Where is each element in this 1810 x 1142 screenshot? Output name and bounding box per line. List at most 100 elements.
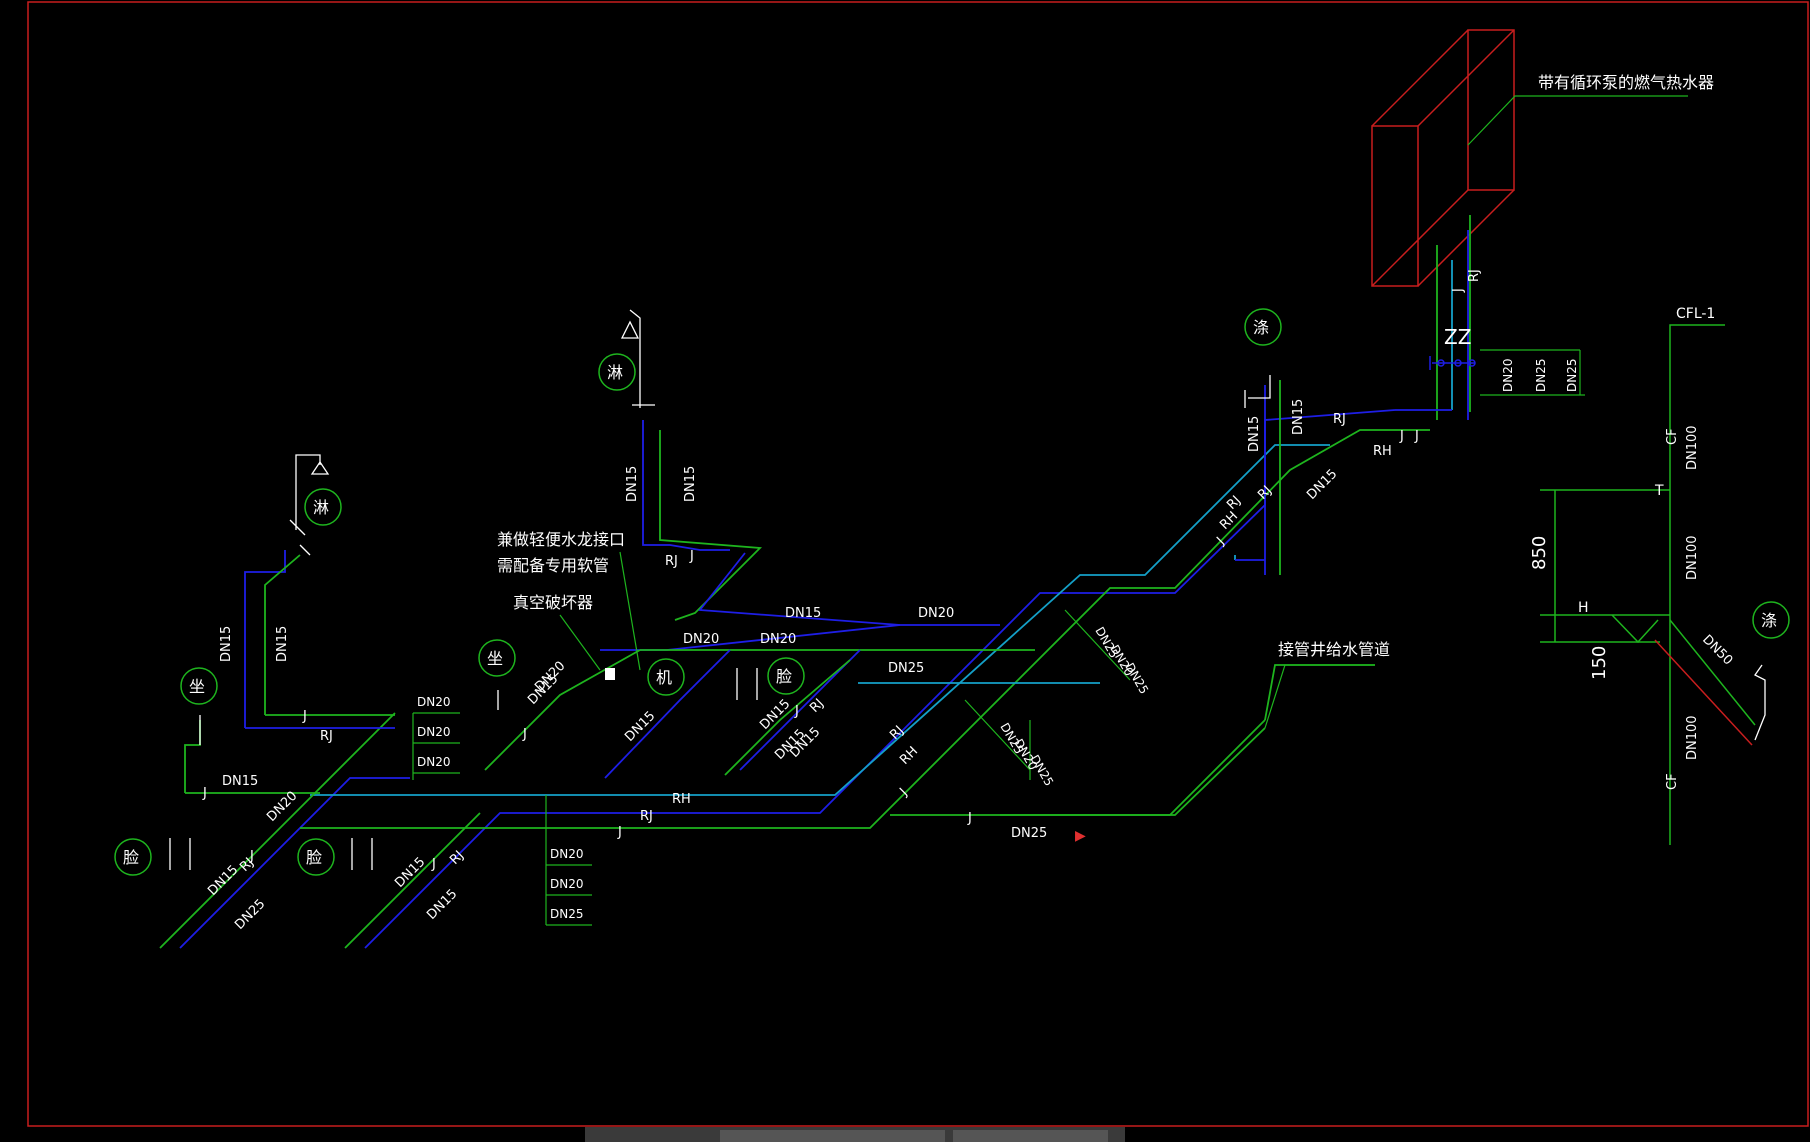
basin-faucets bbox=[169, 668, 758, 870]
stack-a-label-2: DN20 bbox=[417, 725, 451, 739]
stack-a bbox=[412, 712, 460, 780]
pipe-label: J bbox=[897, 786, 911, 800]
stack-a-label-1: DN20 bbox=[417, 695, 451, 709]
shower-2 bbox=[620, 309, 655, 408]
fixture-basin-3: 脸 bbox=[776, 667, 792, 686]
dim-150: 150 bbox=[1589, 646, 1610, 680]
pipe-label: RH bbox=[897, 744, 921, 768]
fixture-shower-1: 淋 bbox=[313, 498, 329, 517]
dn100-b: DN100 bbox=[1685, 535, 1700, 580]
shower-2-riser bbox=[642, 420, 901, 626]
pipe-label: DN20 bbox=[264, 789, 300, 825]
well-pipe bbox=[890, 727, 1266, 816]
stack-d-label-3: DN25 bbox=[1122, 661, 1151, 697]
pipe-label: RH bbox=[1373, 444, 1392, 459]
stack-e bbox=[1480, 349, 1585, 396]
heater-leader bbox=[1467, 95, 1688, 146]
stack-e-label-3: DN25 bbox=[1565, 359, 1579, 393]
fixtures bbox=[114, 308, 1790, 876]
cf-bottom: CF bbox=[1665, 773, 1680, 790]
pipe-label: J bbox=[249, 849, 254, 864]
pipe-label: DN15 bbox=[625, 466, 640, 502]
fixture-shower-2: 淋 bbox=[607, 363, 623, 382]
pipe-label: RH bbox=[672, 792, 691, 807]
status-segment-2 bbox=[953, 1130, 1108, 1142]
pipe-label: J bbox=[1414, 429, 1419, 444]
right-faucet bbox=[1244, 375, 1271, 408]
pipe-label: DN15 bbox=[222, 774, 258, 789]
vacuum-breaker-label: 真空破坏器 bbox=[513, 593, 593, 612]
main-pipes bbox=[159, 409, 1430, 949]
fixture-toilet-2: 坐 bbox=[487, 649, 503, 668]
drain-riser bbox=[1540, 324, 1756, 845]
fixture-toilet-1: 坐 bbox=[189, 677, 205, 696]
pipe-label: RJ bbox=[320, 729, 333, 744]
status-segment-1 bbox=[720, 1130, 945, 1142]
pipe-label: J bbox=[967, 811, 972, 826]
pipe-label: DN25 bbox=[232, 897, 268, 933]
vacuum-breaker-icon bbox=[605, 668, 615, 680]
pipe-label: J bbox=[431, 857, 436, 872]
stack-c bbox=[964, 699, 1031, 780]
pipe-label: DN15 bbox=[1247, 416, 1262, 452]
pipe-labels: DN15 DN15 DN15 DN15 DN15 DN20 DN20 DN20 … bbox=[202, 399, 1419, 933]
arrow-head: ▶ bbox=[1075, 828, 1086, 844]
left-risers bbox=[184, 550, 395, 794]
fixture-basin-2: 脸 bbox=[306, 848, 322, 867]
pipe-label: DN25 bbox=[1011, 826, 1047, 841]
pipe-label: RJ bbox=[887, 723, 907, 743]
cfl-label: CFL-1 bbox=[1676, 306, 1715, 322]
pipe-label: J bbox=[202, 786, 207, 801]
riser-valves bbox=[1429, 356, 1476, 370]
pipe-label: RJ bbox=[1224, 493, 1244, 513]
stack-c-label-3: DN25 bbox=[1027, 753, 1056, 789]
stack-b-label-2: DN20 bbox=[550, 877, 584, 891]
pipe-label: DN25 bbox=[888, 661, 924, 676]
mid-branches bbox=[484, 624, 1100, 779]
stack-b bbox=[545, 795, 592, 926]
hose-note-2: 需配备专用软管 bbox=[497, 556, 609, 575]
dn100-c: DN100 bbox=[1685, 715, 1700, 760]
tick-h: H bbox=[1578, 600, 1589, 616]
heater-label: 带有循环泵的燃气热水器 bbox=[1538, 73, 1714, 92]
dim-850: 850 bbox=[1529, 536, 1550, 570]
shower-1 bbox=[289, 454, 330, 556]
label-j-riser: J bbox=[1451, 288, 1466, 293]
water-heater bbox=[1371, 29, 1515, 287]
pipe-label: RJ bbox=[640, 809, 653, 824]
pipe-label: DN15 bbox=[757, 697, 793, 733]
tick-t: T bbox=[1654, 483, 1664, 499]
cf-top: CF bbox=[1665, 428, 1680, 445]
drain-trap bbox=[1754, 664, 1766, 741]
pipe-label: RJ bbox=[1255, 483, 1275, 503]
fixture-laundry-1: 涤 bbox=[1253, 318, 1269, 337]
pipe-label: DN15 bbox=[785, 606, 821, 621]
fixture-laundry-2: 涤 bbox=[1761, 611, 1777, 630]
hose-note-1: 兼做轻便水龙接口 bbox=[497, 530, 625, 549]
pipe-label: J bbox=[689, 549, 694, 564]
pipe-label: DN20 bbox=[760, 632, 796, 647]
pipe-label: DN15 bbox=[1304, 467, 1340, 503]
pipe-label: J bbox=[1399, 429, 1404, 444]
pipe-label: DN15 bbox=[683, 466, 698, 502]
pipe-label: DN15 bbox=[275, 626, 290, 662]
drain-red-line bbox=[1654, 639, 1753, 746]
fixture-machine: 机 bbox=[656, 668, 672, 687]
pipe-label: RJ bbox=[447, 848, 467, 868]
label-rj-riser: RJ bbox=[1467, 269, 1482, 282]
heater-risers bbox=[1395, 215, 1471, 420]
stack-e-label-2: DN25 bbox=[1534, 359, 1548, 393]
pipe-label: RJ bbox=[665, 554, 678, 569]
pipe-label: J bbox=[794, 704, 799, 719]
pipe-label: DN15 bbox=[219, 626, 234, 662]
pipe-label: DN20 bbox=[683, 632, 719, 647]
well-leader bbox=[1264, 664, 1375, 729]
stack-b-label-3: DN25 bbox=[550, 907, 584, 921]
pipe-label: J bbox=[522, 727, 527, 742]
right-riser-1 bbox=[1234, 380, 1281, 575]
pipe-label: DN15 bbox=[424, 887, 460, 923]
dn100-a: DN100 bbox=[1685, 425, 1700, 470]
drawing-frame bbox=[27, 1, 1809, 1127]
status-bar bbox=[585, 1127, 1125, 1142]
